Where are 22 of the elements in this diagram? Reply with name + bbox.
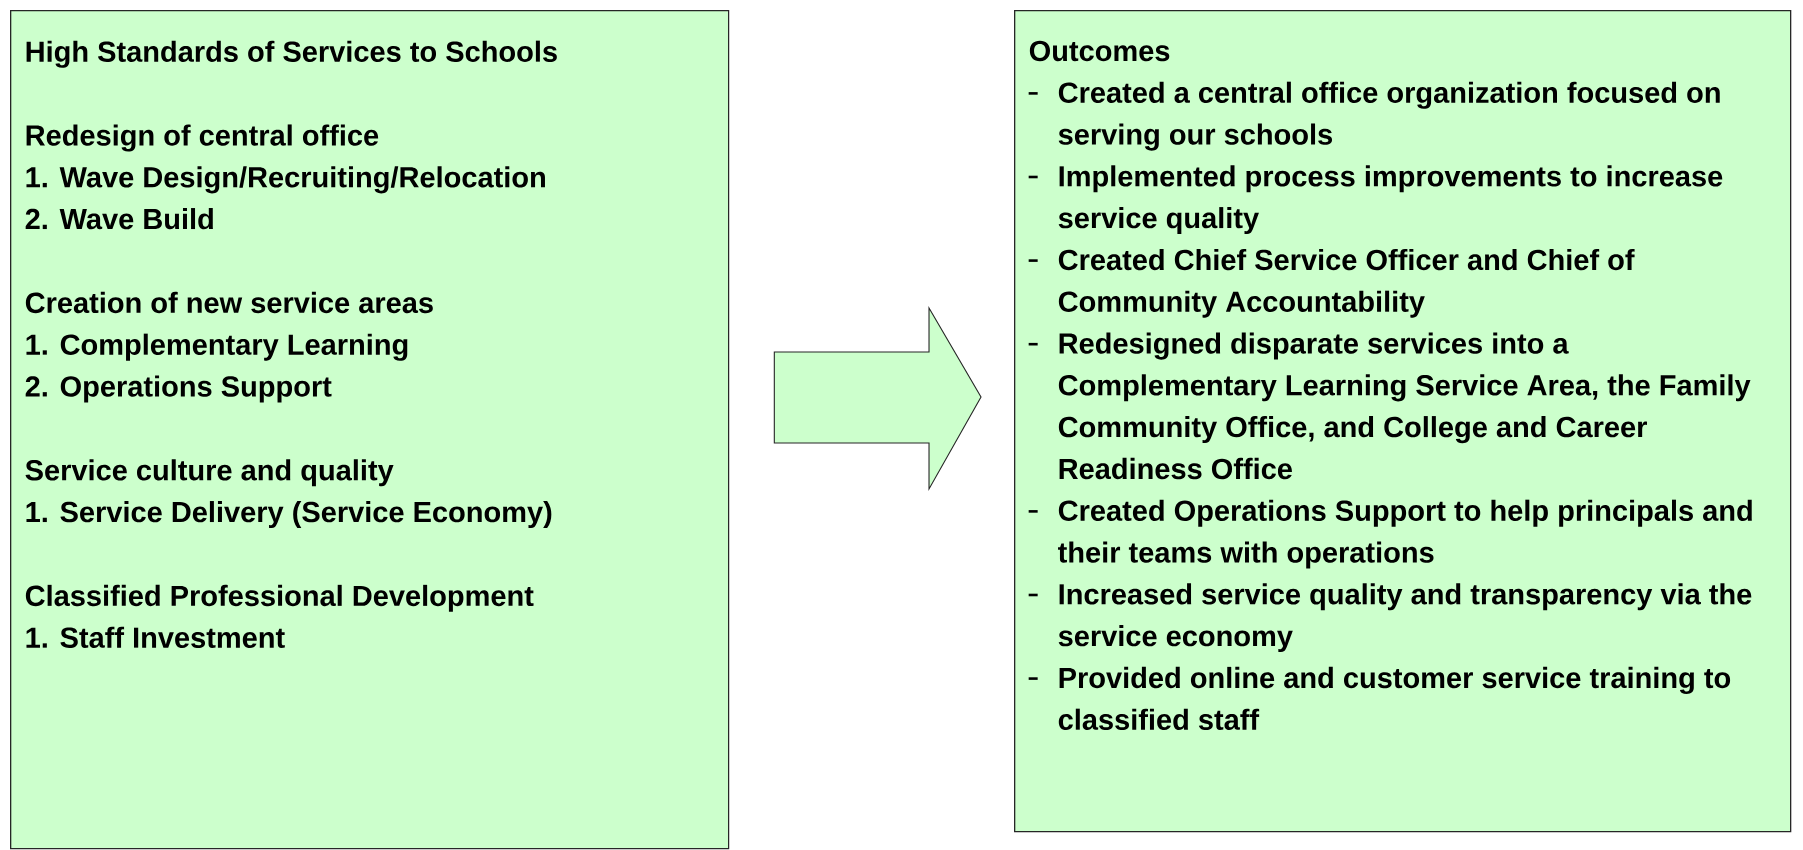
list-item: 1. Service Delivery (Service Economy)	[26, 501, 552, 529]
heading: Outcomes	[1029, 40, 1170, 62]
block-arrow	[773, 305, 982, 492]
list-item: 1. Wave Design/Recruiting/Relocation	[26, 166, 545, 194]
text-box	[1014, 10, 1792, 833]
list-item: Redesigned disparate services into a Complementary Learning Service Area, the Family Community Office, and College and Career Readiness Office	[1058, 332, 1751, 480]
list-item: Increased service quality and transparency via the service economy	[1058, 583, 1752, 653]
list-item: Implemented process improvements to increase service quality	[1058, 165, 1723, 235]
list-item: 2. Wave Build	[25, 208, 213, 230]
list-item: 1. Staff Investment	[26, 626, 285, 648]
list-item: Created Chief Service Officer and Chief of Community Accountability	[1058, 248, 1635, 318]
list-item: 1. Complementary Learning	[26, 333, 408, 361]
heading: Creation of new service areas	[25, 291, 433, 314]
list-item: Created Operations Support to help principals and their teams with operations	[1058, 499, 1752, 569]
list-item: 2. Operations Support	[25, 375, 332, 403]
heading: Service culture and quality	[25, 459, 394, 487]
heading: Redesign of central office	[26, 124, 379, 152]
heading: Classified Professional Development	[25, 584, 534, 612]
heading: High Standards of Services to Schools	[26, 40, 557, 68]
list-item: Created a central office organization focused on serving our schools	[1058, 81, 1720, 151]
text-box	[10, 10, 730, 850]
list-item: Provided online and customer service training to classified staff	[1058, 666, 1731, 730]
